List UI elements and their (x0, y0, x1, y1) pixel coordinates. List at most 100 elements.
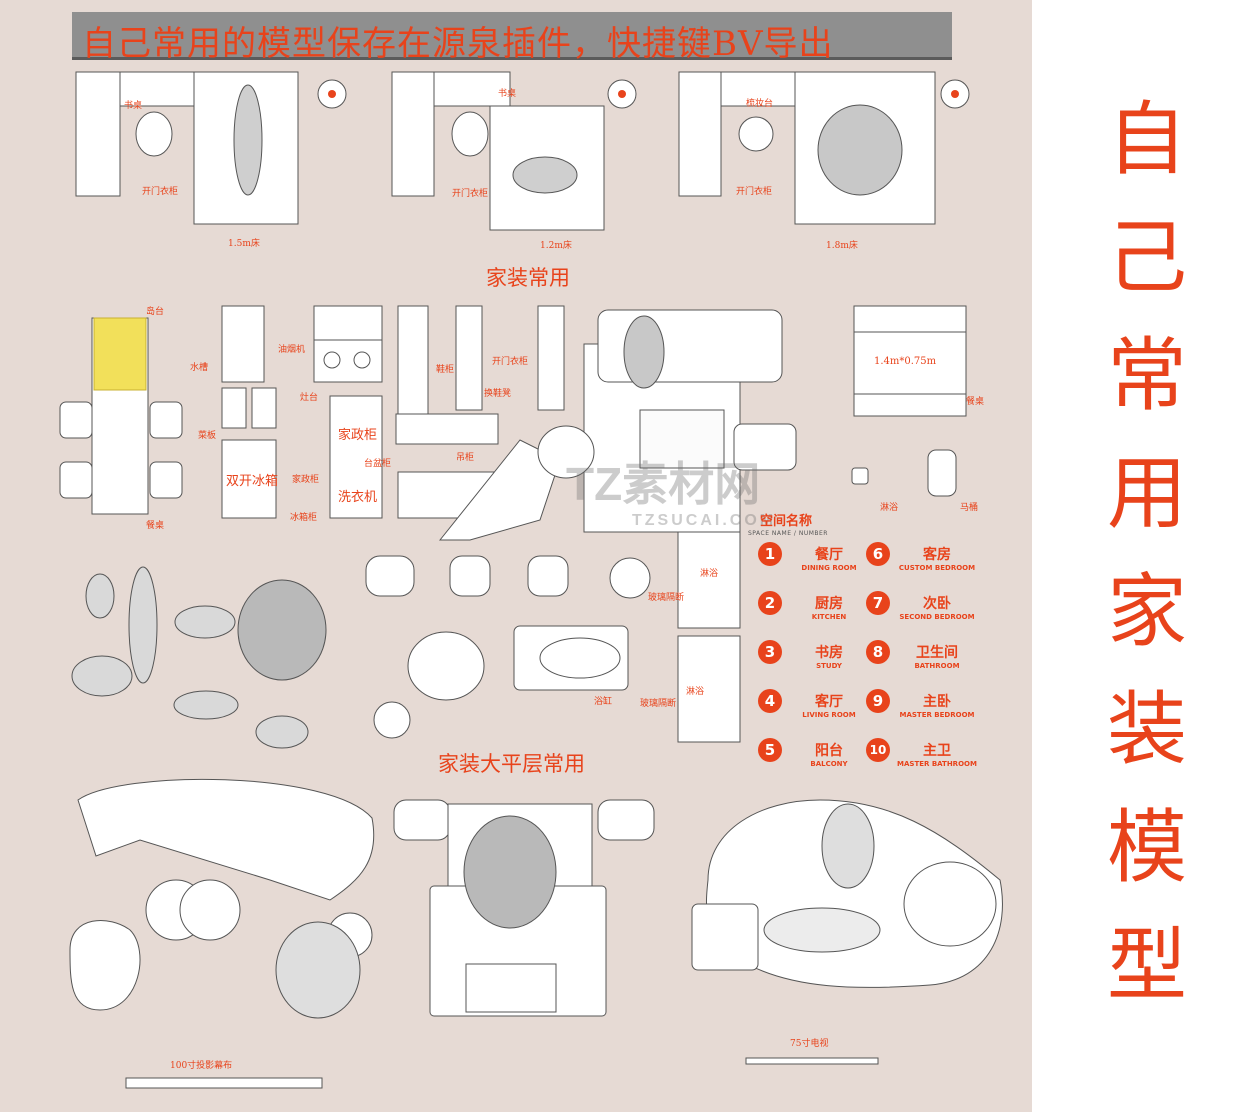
space-name-en: DINING ROOM (801, 564, 857, 572)
space-name-cn: 阳台 (815, 743, 843, 759)
label-desk-2: 书桌 (498, 89, 517, 99)
living-room-set (537, 305, 967, 533)
space-name-cn: 餐厅 (815, 547, 843, 563)
label-glass-partition: 玻璃隔断 (648, 593, 685, 603)
space-number-badge: 9 (866, 689, 890, 713)
space-name-cn: 厨房 (815, 596, 843, 612)
space-name-cn: 客厅 (815, 694, 843, 710)
people-cluster (71, 566, 327, 749)
space-name-cn: 卫生间 (916, 645, 958, 661)
bathroom-set (513, 531, 741, 743)
label-table-size: 1.4m*0.75m (874, 356, 937, 367)
kitchen-set (59, 305, 565, 541)
space-name-en: SECOND BEDROOM (899, 613, 975, 621)
label-double-fridge: 双开冰箱 (226, 474, 279, 489)
space-number-badge: 2 (758, 591, 782, 615)
watermark-domain: TZSUCAI.COM (632, 512, 777, 529)
label-washing-machine: 洗衣机 (338, 490, 378, 505)
bedroom-set-1 (75, 71, 347, 225)
space-name-en: CUSTOM BEDROOM (898, 564, 976, 572)
vertical-title-char: 模 (1107, 801, 1187, 894)
label-cooktop: 灶台 (300, 393, 319, 403)
banner-text: 自己常用的模型保存在源泉插件，快捷键BV导出 (82, 24, 834, 64)
label-desk-1: 书桌 (124, 101, 143, 111)
large-flat-set (69, 778, 1003, 1089)
label-toilet: 马桶 (960, 503, 979, 513)
space-number-badge: 1 (758, 542, 782, 566)
space-names-subheading: SPACE NAME / NUMBER (748, 530, 828, 537)
vertical-title-char: 装 (1107, 683, 1187, 776)
label-bed-1: 1.5m床 (228, 239, 260, 249)
label-wardrobe-k: 开门衣柜 (492, 357, 529, 367)
bedroom-set-2 (391, 71, 637, 231)
label-projection-screen: 100寸投影幕布 (170, 1061, 233, 1071)
title-banner: 自己常用的模型保存在源泉插件，快捷键BV导出 (72, 12, 952, 64)
label-hanging-cabinet: 吊柜 (456, 453, 475, 463)
space-name-cn: 主卧 (923, 694, 951, 710)
vertical-title-char: 型 (1107, 919, 1187, 1012)
label-shower-left: 淋浴 (700, 569, 719, 579)
space-number-badge: 5 (758, 738, 782, 762)
space-name-en: BALCONY (810, 760, 848, 768)
space-names-heading: 空间名称 (760, 514, 813, 529)
space-name-en: BATHROOM (914, 662, 960, 670)
floor-plan-drawings (59, 71, 1003, 1089)
space-number-badge: 8 (866, 640, 890, 664)
label-bed-2: 1.2m床 (540, 241, 572, 251)
label-household-cabinet-b: 家政柜 (292, 475, 320, 485)
label-dining-table-left: 餐桌 (146, 521, 165, 531)
space-name-cn: 次卧 (923, 596, 951, 612)
space-number-badge: 3 (758, 640, 782, 664)
label-island: 岛台 (146, 307, 165, 317)
label-wardrobe-2: 开门衣柜 (452, 189, 489, 199)
space-name-en: MASTER BEDROOM (899, 711, 975, 719)
vertical-title-char: 用 (1107, 447, 1187, 540)
chairs-row (365, 555, 651, 739)
label-hood: 油烟机 (278, 345, 306, 355)
label-shoe-rack: 鞋柜 (436, 365, 455, 375)
label-cutting-board: 菜板 (198, 431, 217, 441)
label-basin: 台盆柜 (364, 459, 392, 469)
section-title-large-flat: 家装大平层常用 (438, 752, 585, 776)
label-bed-3: 1.8m床 (826, 241, 858, 251)
label-sink: 水槽 (190, 363, 209, 373)
label-fridge-cabinet: 冰箱柜 (290, 513, 318, 523)
catalog-canvas: 自己常用的模型保存在源泉插件，快捷键BV导出 (0, 0, 1032, 1112)
label-vanity-3: 梳妆台 (746, 99, 774, 109)
label-glass-partition-2: 玻璃隔断 (640, 699, 677, 709)
space-name-en: STUDY (816, 662, 842, 670)
label-bathtub: 浴缸 (594, 697, 613, 707)
space-number-badge: 7 (866, 591, 890, 615)
section-title-home: 家装常用 (486, 266, 570, 290)
label-shower-top: 淋浴 (880, 503, 899, 513)
label-shoe-bench: 换鞋凳 (484, 389, 512, 399)
label-dining-table-right: 餐桌 (966, 397, 985, 407)
space-name-en: MASTER BATHROOM (897, 760, 977, 768)
label-wardrobe-3: 开门衣柜 (736, 187, 773, 197)
label-tv: 75寸电视 (790, 1039, 829, 1049)
label-wardrobe-1: 开门衣柜 (142, 187, 179, 197)
space-name-en: KITCHEN (811, 613, 847, 621)
vertical-title-char: 己 (1107, 211, 1187, 304)
space-number-badge: 6 (866, 542, 890, 566)
vertical-title-char: 家 (1107, 565, 1187, 658)
space-number-badge: 10 (866, 738, 890, 762)
bedroom-set-3 (678, 71, 970, 225)
space-name-cn: 客房 (923, 547, 951, 563)
space-number-badge: 4 (758, 689, 782, 713)
label-shower-right: 淋浴 (686, 687, 705, 697)
label-household-cabinet-a: 家政柜 (338, 428, 378, 443)
space-name-cn: 主卫 (923, 743, 951, 759)
sidebar-title-panel: 自己常用家装模型 (1032, 0, 1260, 1112)
vertical-title-char: 常 (1107, 329, 1187, 422)
